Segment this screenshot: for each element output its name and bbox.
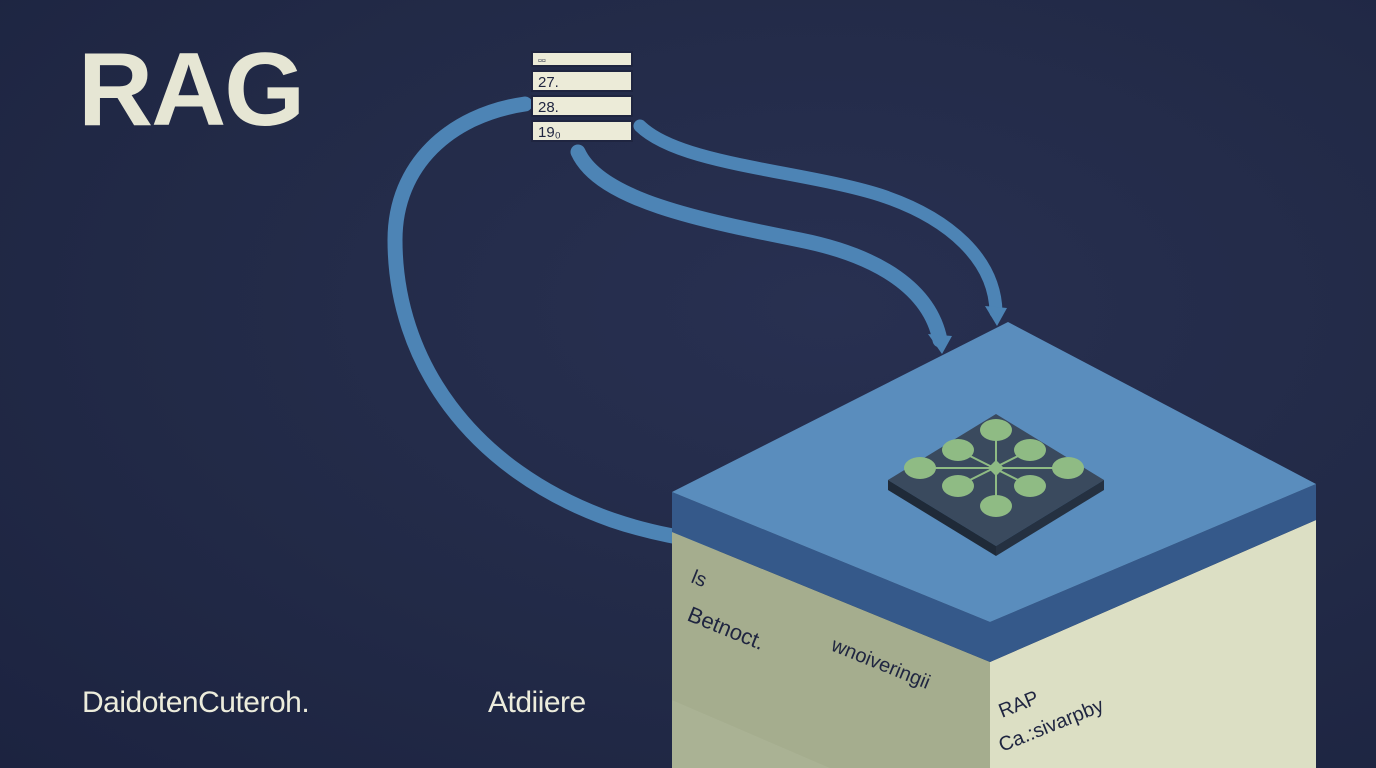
arrow-head-right xyxy=(985,306,1007,326)
doc-row-bg xyxy=(531,120,633,142)
doc-row-bg xyxy=(531,70,633,92)
caption-left: DaidotenCuteroh. xyxy=(82,686,310,719)
box-right-face xyxy=(990,520,1316,768)
chip-node xyxy=(980,419,1012,441)
doc-row-label: 28. xyxy=(538,99,559,116)
page-title: RAG xyxy=(78,32,305,148)
arrow-head-middle xyxy=(928,334,952,354)
doc-row-bg xyxy=(531,51,633,67)
chip-node xyxy=(942,475,974,497)
chip-node xyxy=(1014,475,1046,497)
embedding-chip xyxy=(888,414,1104,556)
doc-row-label: 19₀ xyxy=(538,124,561,141)
chip-left-side xyxy=(888,480,996,556)
box-front-face-shade xyxy=(672,532,990,768)
doc-row-label: 27. xyxy=(538,74,559,91)
flow-arrows xyxy=(387,96,1007,556)
chip-node xyxy=(904,457,936,479)
chip-nodes xyxy=(904,419,1084,517)
box-top-edge xyxy=(672,484,1316,662)
retrieval-arrow-left xyxy=(387,96,728,551)
chip-center-node xyxy=(988,460,1004,476)
chip-node xyxy=(980,495,1012,517)
vector-store-box: ls Betnoct. wnoiveringii RAP Ca.:sivarpb… xyxy=(672,322,1316,768)
chip-node xyxy=(1052,457,1084,479)
doc-row-bg xyxy=(531,95,633,117)
doc-row-label: ▫▫ xyxy=(538,55,546,67)
chip-node xyxy=(1014,439,1046,461)
chip-node xyxy=(942,439,974,461)
query-arrow-middle xyxy=(570,144,948,348)
caption-middle: Atdiiere xyxy=(488,686,586,719)
document-stack: ▫▫ 27. 28. 19₀ xyxy=(531,51,633,142)
chip-right-side xyxy=(996,480,1104,556)
context-arrow-right xyxy=(633,119,1003,319)
